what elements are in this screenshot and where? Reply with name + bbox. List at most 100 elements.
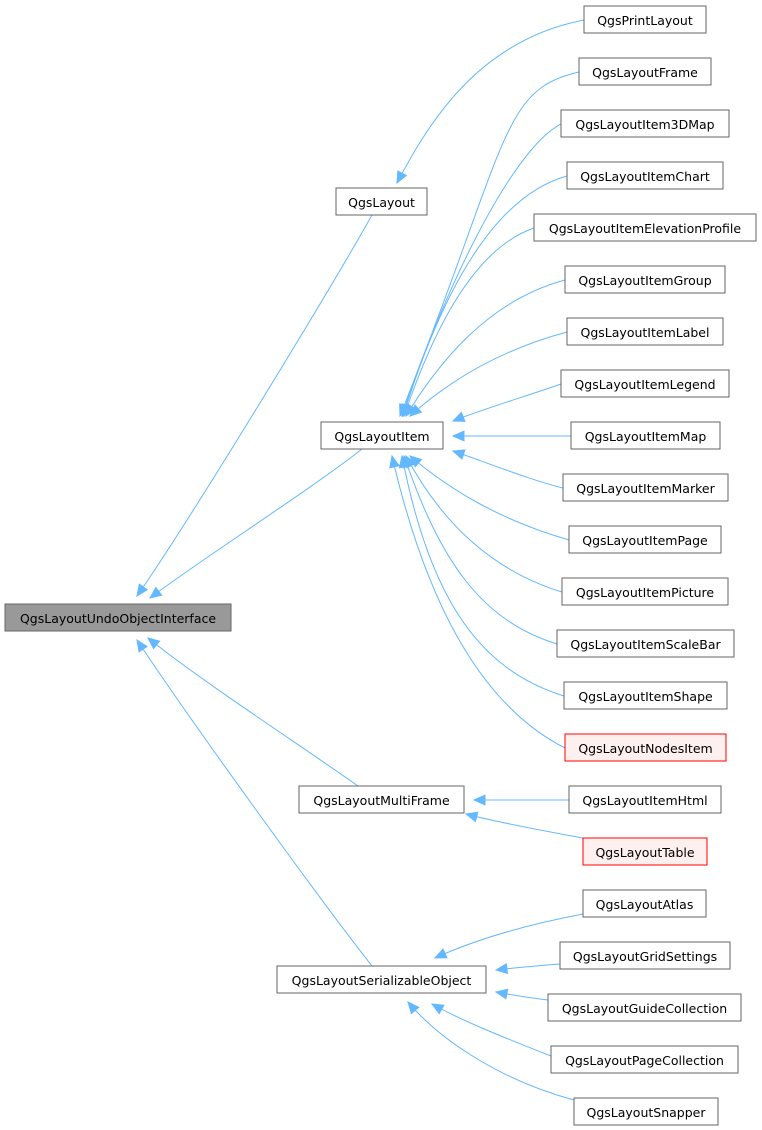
class-box[interactable] [562, 473, 729, 502]
class-label: QgsLayoutItemLabel [581, 325, 710, 340]
edge-print-to-layout [396, 19, 585, 185]
class-box[interactable] [556, 629, 735, 658]
class-label: QgsLayoutItem3DMap [575, 117, 714, 132]
class-box[interactable] [578, 57, 712, 86]
class-node-chart[interactable]: QgsLayoutItemChart [566, 161, 724, 190]
edge-elev-to-item [402, 227, 535, 418]
edge-marker-to-item [451, 449, 564, 489]
class-box[interactable] [566, 161, 724, 190]
edge-line [401, 455, 565, 697]
class-box[interactable] [550, 1045, 739, 1074]
edge-line [452, 450, 564, 489]
class-node-frame[interactable]: QgsLayoutFrame [578, 57, 712, 86]
edge-line [431, 1003, 552, 1057]
class-node-print[interactable]: QgsPrintLayout [583, 5, 707, 34]
class-box[interactable] [561, 577, 729, 606]
class-node-html[interactable]: QgsLayoutItemHtml [568, 785, 722, 814]
class-node-table[interactable]: QgsLayoutTable [582, 837, 708, 866]
inheritance-arrowhead [398, 454, 410, 469]
class-box[interactable] [582, 889, 707, 918]
edge-line [149, 448, 363, 599]
inheritance-arrowhead [389, 454, 401, 469]
class-node-group[interactable]: QgsLayoutItemGroup [564, 265, 726, 294]
edge-line [452, 383, 562, 422]
class-box[interactable] [276, 965, 487, 994]
edge-line [399, 71, 580, 417]
class-box[interactable] [564, 265, 726, 294]
class-label: QgsLayoutItemShape [578, 689, 713, 704]
inheritance-arrowhead [464, 811, 479, 823]
edge-frame-to-item [399, 71, 580, 418]
class-node-snapper[interactable]: QgsLayoutSnapper [573, 1097, 719, 1126]
class-node-atlas[interactable]: QgsLayoutAtlas [582, 889, 707, 918]
class-box[interactable] [582, 837, 708, 866]
edge-label-to-item [409, 331, 568, 417]
class-node-nodes[interactable]: QgsLayoutNodesItem [564, 733, 727, 762]
class-node-serial[interactable]: QgsLayoutSerializableObject [276, 965, 487, 994]
class-box[interactable] [583, 5, 707, 34]
class-node-legend[interactable]: QgsLayoutItemLegend [560, 369, 730, 398]
class-label: QgsLayoutMultiFrame [313, 793, 450, 808]
class-box[interactable] [568, 785, 722, 814]
class-label: QgsLayoutItem [334, 429, 429, 444]
class-node-item[interactable]: QgsLayoutItem [320, 421, 444, 450]
class-node-shape[interactable]: QgsLayoutItemShape [563, 681, 728, 710]
class-label: QgsLayoutItemHtml [582, 793, 707, 808]
inheritance-arrowhead [149, 586, 163, 599]
class-node-pagecoll[interactable]: QgsLayoutPageCollection [550, 1045, 739, 1074]
class-box[interactable] [320, 421, 444, 450]
class-label: QgsLayoutItemElevationProfile [549, 221, 741, 236]
class-box[interactable] [560, 369, 730, 398]
class-box[interactable] [4, 603, 232, 632]
class-node-map[interactable]: QgsLayoutItemMap [570, 421, 721, 450]
class-label: QgsLayoutItemMap [585, 429, 707, 444]
edge-line [405, 455, 563, 593]
class-box[interactable] [570, 421, 721, 450]
class-label: QgsLayoutSerializableObject [292, 973, 472, 988]
class-node-picture[interactable]: QgsLayoutItemPicture [561, 577, 729, 606]
class-label: QgsPrintLayout [597, 13, 693, 28]
class-box[interactable] [547, 993, 742, 1022]
edges-layer [136, 19, 585, 1101]
class-box[interactable] [563, 681, 728, 710]
edge-nodes-to-item [389, 454, 566, 749]
class-label: QgsLayoutItemPicture [576, 585, 715, 600]
class-node-label[interactable]: QgsLayoutItemLabel [566, 317, 724, 346]
class-node-guide[interactable]: QgsLayoutGuideCollection [547, 993, 742, 1022]
edge-line [136, 639, 373, 967]
class-node-scalebar[interactable]: QgsLayoutItemScaleBar [556, 629, 735, 658]
class-box[interactable] [568, 525, 722, 554]
class-box[interactable] [298, 785, 465, 814]
class-label: QgsLayoutPageCollection [565, 1053, 724, 1068]
class-box[interactable] [533, 213, 757, 242]
class-node-undo[interactable]: QgsLayoutUndoObjectInterface [4, 603, 232, 632]
class-node-layout[interactable]: QgsLayout [335, 187, 428, 216]
edge-html-to-multiframe [472, 794, 569, 806]
edge-line [407, 1001, 575, 1101]
edge-line [402, 175, 568, 417]
class-label: QgsLayoutUndoObjectInterface [20, 611, 216, 626]
edge-atlas-to-serial [433, 913, 584, 959]
class-box[interactable] [559, 941, 731, 970]
class-box[interactable] [566, 317, 724, 346]
class-node-marker[interactable]: QgsLayoutItemMarker [562, 473, 729, 502]
edge-legend-to-item [451, 383, 562, 422]
edge-line [396, 19, 585, 184]
edge-grid-to-serial [494, 963, 561, 975]
class-node-page[interactable]: QgsLayoutItemPage [568, 525, 722, 554]
class-box[interactable] [335, 187, 428, 216]
edge-picture-to-item [405, 454, 563, 593]
nodes-layer: QgsLayoutUndoObjectInterfaceQgsLayoutQgs… [4, 5, 757, 1126]
class-box[interactable] [560, 109, 730, 138]
inheritance-arrowhead [451, 449, 466, 460]
inheritance-arrowhead [136, 638, 148, 653]
class-label: QgsLayoutItemMarker [576, 481, 715, 496]
class-node-item3d[interactable]: QgsLayoutItem3DMap [560, 109, 730, 138]
class-node-grid[interactable]: QgsLayoutGridSettings [559, 941, 731, 970]
class-box[interactable] [573, 1097, 719, 1126]
class-box[interactable] [564, 733, 727, 762]
class-node-multiframe[interactable]: QgsLayoutMultiFrame [298, 785, 465, 814]
inheritance-arrowhead [472, 794, 486, 806]
class-node-elev[interactable]: QgsLayoutItemElevationProfile [533, 213, 757, 242]
edge-line [405, 279, 566, 417]
